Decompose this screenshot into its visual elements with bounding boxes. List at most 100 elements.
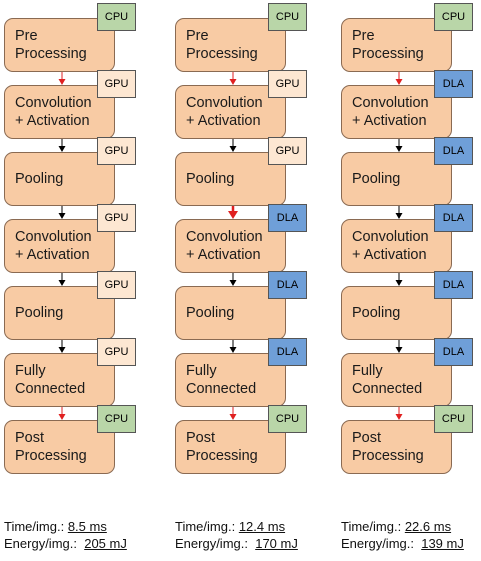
time-value: 22.6 ms (404, 519, 452, 534)
pipeline-stage: Pooling (341, 152, 452, 206)
flow-arrow (58, 206, 66, 219)
device-badge: CPU (268, 405, 307, 433)
device-badge: GPU (97, 137, 136, 165)
pipeline-stage: Convolution + Activation (4, 219, 115, 273)
device-badge: CPU (268, 3, 307, 31)
stage-label: Convolution + Activation (186, 95, 263, 129)
flow-arrow (58, 72, 66, 85)
pipeline-stage: Post Processing (175, 420, 286, 474)
pipeline-stage: Convolution + Activation (4, 85, 115, 139)
pipeline-stage: Pre Processing (175, 18, 286, 72)
stage-label: Convolution + Activation (15, 95, 92, 129)
device-badge: GPU (97, 204, 136, 232)
energy-per-image: Energy/img.: 139 mJ (341, 535, 464, 552)
flow-arrow (229, 139, 237, 152)
device-badge: DLA (434, 338, 473, 366)
device-badge: GPU (97, 70, 136, 98)
energy-value: 205 mJ (84, 536, 127, 551)
flow-arrow (58, 407, 66, 420)
device-badge: CPU (97, 3, 136, 31)
device-badge: GPU (268, 70, 307, 98)
time-per-image: Time/img.: 8.5 ms (4, 518, 127, 535)
stage-label: Pooling (186, 171, 235, 187)
pipeline-stage: Convolution + Activation (175, 85, 286, 139)
flow-arrow (58, 139, 66, 152)
energy-label: Energy/img.: (341, 536, 414, 551)
flow-arrow (395, 206, 403, 219)
flow-arrow (58, 340, 66, 353)
flow-arrow (229, 340, 237, 353)
stage-label: Pooling (352, 171, 401, 187)
stage-label: Pooling (186, 305, 235, 321)
stage-label: Post Processing (186, 430, 258, 464)
stage-label: Fully Connected (352, 363, 423, 397)
time-label: Time/img.: (175, 519, 236, 534)
pipeline-stage: Pre Processing (341, 18, 452, 72)
time-per-image: Time/img.: 12.4 ms (175, 518, 298, 535)
stage-label: Post Processing (15, 430, 87, 464)
pipeline-stage: Fully Connected (4, 353, 115, 407)
flow-arrow (395, 340, 403, 353)
energy-per-image: Energy/img.: 205 mJ (4, 535, 127, 552)
time-value: 8.5 ms (67, 519, 107, 534)
pipeline-stage: Convolution + Activation (175, 219, 286, 273)
pipeline-stage: Pooling (175, 286, 286, 340)
pipeline-stage: Fully Connected (341, 353, 452, 407)
pipeline-stage: Fully Connected (175, 353, 286, 407)
device-badge: GPU (97, 338, 136, 366)
energy-value: 139 mJ (421, 536, 464, 551)
stage-label: Fully Connected (15, 363, 86, 397)
flow-arrow (229, 273, 237, 286)
pipeline-stage: Pooling (175, 152, 286, 206)
time-label: Time/img.: (341, 519, 402, 534)
time-per-image: Time/img.: 22.6 ms (341, 518, 464, 535)
energy-value: 170 mJ (255, 536, 298, 551)
flow-arrow (229, 72, 237, 85)
device-badge: DLA (268, 338, 307, 366)
stage-label: Convolution + Activation (15, 229, 92, 263)
stage-label: Fully Connected (186, 363, 257, 397)
flow-arrow (229, 407, 237, 420)
pipeline-stage: Pooling (341, 286, 452, 340)
pipeline-stage: Convolution + Activation (341, 85, 452, 139)
energy-label: Energy/img.: (4, 536, 77, 551)
device-badge: DLA (434, 271, 473, 299)
flow-arrow (58, 273, 66, 286)
time-value: 12.4 ms (238, 519, 286, 534)
pipeline-stage: Post Processing (4, 420, 115, 474)
pipeline-stage: Pooling (4, 152, 115, 206)
stage-label: Pooling (15, 171, 64, 187)
time-label: Time/img.: (4, 519, 65, 534)
pipeline-stage: Pooling (4, 286, 115, 340)
pipeline-stage: Pre Processing (4, 18, 115, 72)
device-badge: CPU (97, 405, 136, 433)
flow-arrow (395, 139, 403, 152)
stage-label: Pre Processing (186, 28, 258, 62)
device-badge: DLA (434, 137, 473, 165)
stage-label: Pooling (15, 305, 64, 321)
stage-label: Pre Processing (15, 28, 87, 62)
device-badge: DLA (434, 204, 473, 232)
flow-arrow (395, 72, 403, 85)
stage-label: Pre Processing (352, 28, 424, 62)
energy-per-image: Energy/img.: 170 mJ (175, 535, 298, 552)
device-badge: GPU (268, 137, 307, 165)
device-badge: CPU (434, 3, 473, 31)
pipeline-stage: Convolution + Activation (341, 219, 452, 273)
device-badge: DLA (434, 70, 473, 98)
stage-label: Post Processing (352, 430, 424, 464)
device-badge: GPU (97, 271, 136, 299)
stage-label: Convolution + Activation (352, 229, 429, 263)
flow-arrow (228, 206, 238, 219)
device-badge: DLA (268, 271, 307, 299)
stage-label: Convolution + Activation (352, 95, 429, 129)
flow-arrow (395, 407, 403, 420)
stage-label: Pooling (352, 305, 401, 321)
stage-label: Convolution + Activation (186, 229, 263, 263)
flow-arrow (395, 273, 403, 286)
energy-label: Energy/img.: (175, 536, 248, 551)
